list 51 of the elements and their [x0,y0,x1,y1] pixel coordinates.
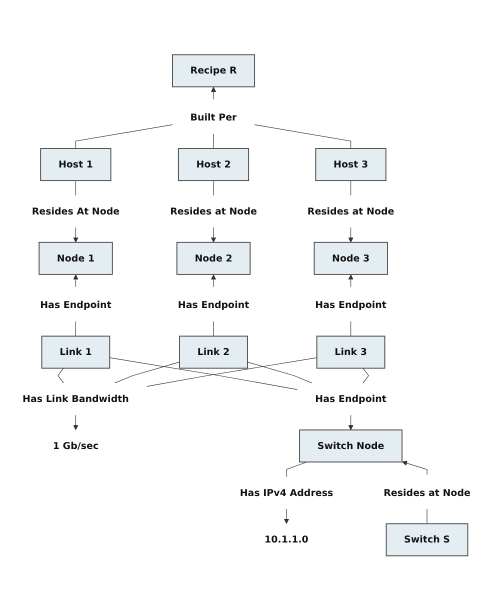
node-box: Node 2 [176,242,251,276]
node-box: Switch Node [299,430,402,463]
connector [254,124,352,150]
node-box: Link 3 [316,336,386,369]
connector [213,180,214,196]
connector [426,508,428,524]
node-box: Link 2 [179,336,248,369]
node-box: Host 1 [40,148,112,182]
node-text: Resides at Node [307,206,394,218]
node-box: Node 1 [38,242,113,276]
node-box: Link 1 [41,336,110,369]
node-box: Host 2 [178,148,250,182]
node-text: Has Endpoint [178,300,250,311]
node-text: Has Endpoint [315,393,386,405]
connector [350,180,352,196]
connector [247,362,312,384]
arrow [348,415,354,430]
node-text: 1 Gb/sec [52,440,99,452]
connector [109,358,298,390]
arrow [73,274,78,288]
arrow [348,227,354,243]
arrow [210,227,216,243]
arrow [210,274,216,288]
arrow [73,415,78,430]
connector [350,321,352,337]
node-text: Has Endpoint [315,300,386,311]
node-box: Switch S [386,524,468,556]
node-box: Node 3 [314,242,388,276]
connector [213,321,214,337]
connector [75,180,76,196]
connector [213,134,214,150]
connector [75,321,76,337]
arrow [73,227,78,243]
node-text: Has Endpoint [40,300,112,311]
node-text: Resides at Node [170,206,257,218]
arrow [348,274,354,288]
connector [114,362,180,384]
connector [75,124,173,150]
node-box: Recipe R [172,54,256,88]
arrow [284,508,290,524]
connector [146,358,318,387]
node-text: Has IPv4 Address [240,487,334,498]
node-text: Built Per [190,112,237,124]
arrow [210,87,216,100]
node-text: Resides At Node [32,206,120,218]
node-box: Host 3 [315,148,386,182]
arrow [402,460,428,475]
node-text: Has Link Bandwidth [22,393,129,405]
connector [286,462,308,478]
node-text: 10.1.1.0 [264,534,308,546]
node-text: Resides at Node [384,487,470,498]
